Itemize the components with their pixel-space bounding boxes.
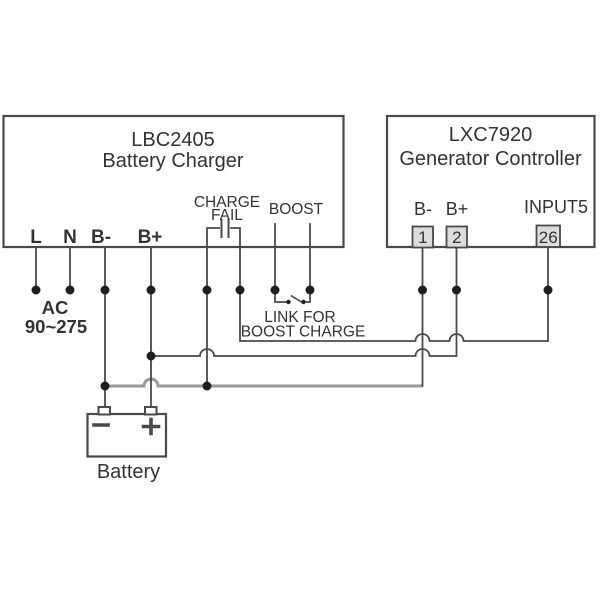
controller-model-label: LXC7920 xyxy=(449,124,532,146)
dot-pin2 xyxy=(452,285,461,295)
boost-left-leg xyxy=(274,223,288,303)
dot-bus-bminus xyxy=(100,381,110,391)
controller-bminus-label: B- xyxy=(414,199,432,219)
controller-name-label: Generator Controller xyxy=(399,148,582,170)
controller-bplus-label: B+ xyxy=(446,199,469,219)
link-label-line1: LINK FOR xyxy=(264,309,335,326)
ac-label-line2: 90~275 xyxy=(25,316,87,337)
dot-chargefail-right xyxy=(235,285,245,295)
battery-negative-bus-wire xyxy=(105,377,423,388)
battery-terminal-minus xyxy=(97,406,111,416)
dot-boost-right xyxy=(305,285,315,295)
dot-bus-chargefail xyxy=(202,381,212,391)
charger-terminal-bplus-label: B+ xyxy=(138,227,163,248)
pin1-number: 1 xyxy=(418,228,427,247)
wire-layer xyxy=(2,114,596,458)
charger-box xyxy=(2,114,345,249)
controller-input5-label: INPUT5 xyxy=(524,197,588,217)
wire-bplus-to-pin2 xyxy=(150,246,458,357)
dot-bplus xyxy=(146,285,156,295)
link-label-line2: BOOST CHARGE xyxy=(241,324,366,341)
charge-fail-label-line2: FAIL xyxy=(211,207,243,224)
dot-pin26 xyxy=(543,285,553,295)
pin26-number: 26 xyxy=(539,228,558,247)
charge-fail-left-leg xyxy=(206,227,220,387)
dot-chargefail-left xyxy=(202,285,212,295)
link-switch-contact-left xyxy=(286,299,291,305)
pin-box-1 xyxy=(411,225,434,249)
charger-name-label: Battery Charger xyxy=(102,150,244,172)
link-switch-blade xyxy=(290,294,304,304)
pin-boxes xyxy=(411,224,561,249)
pin2-number: 2 xyxy=(452,228,461,247)
pin-box-26 xyxy=(535,224,561,248)
dot-bminus xyxy=(100,285,110,295)
battery-terminal-plus xyxy=(144,406,158,416)
dot-l xyxy=(31,285,41,295)
pin-box-2 xyxy=(445,225,468,249)
boost-right-leg xyxy=(304,223,311,303)
ac-label-line1: AC xyxy=(42,297,69,318)
dot-boost-left xyxy=(270,285,280,295)
text-layer: LBC2405 Battery Charger LXC7920 Generato… xyxy=(25,124,588,483)
charger-terminal-l-label: L xyxy=(30,227,42,248)
battery-body xyxy=(86,412,168,458)
boost-label: BOOST xyxy=(269,201,324,218)
charger-terminal-n-label: N xyxy=(63,227,77,248)
charger-terminal-bminus-label: B- xyxy=(91,227,111,248)
charge-fail-label-line1: CHARGE xyxy=(194,194,260,211)
dot-n xyxy=(65,285,75,295)
wire-chargefail-to-input5 xyxy=(230,227,549,342)
junction-dots xyxy=(31,285,553,391)
link-switch-contact-right xyxy=(301,299,306,305)
dot-pin1 xyxy=(418,285,427,295)
dot-bplus-branch xyxy=(146,351,156,361)
charger-model-label: LBC2405 xyxy=(131,129,214,151)
battery-label: Battery xyxy=(97,461,160,483)
